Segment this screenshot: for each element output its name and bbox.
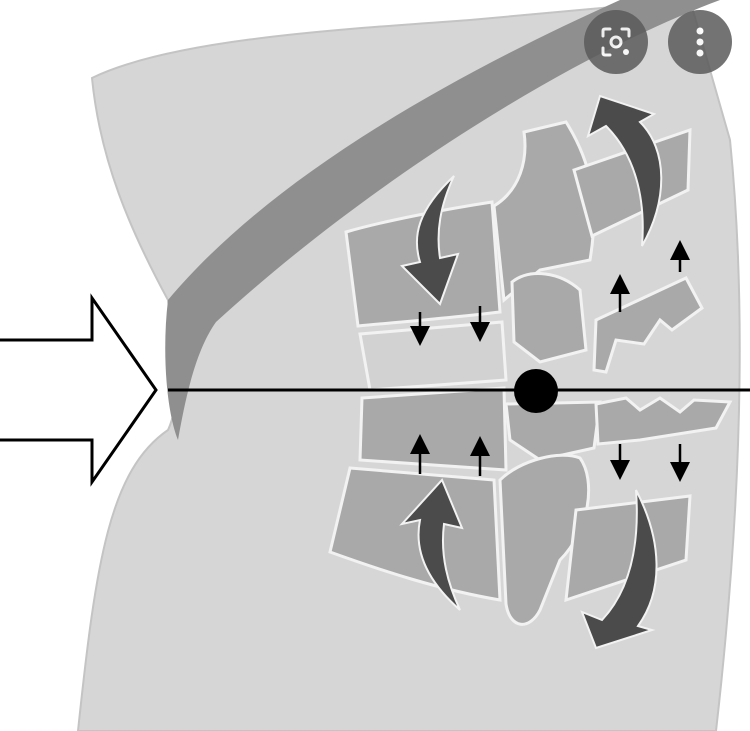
lens-button[interactable]: [584, 10, 648, 74]
curved-arrow-icon: [400, 175, 460, 306]
upper-lamina: [592, 276, 704, 374]
intervertebral-disc: [358, 320, 508, 392]
curved-arrow-icon: [399, 478, 464, 611]
upper-facet: [510, 272, 588, 364]
dark-band: [165, 0, 720, 440]
lower-vertebral-body: [358, 386, 508, 472]
curved-arrow-icon: [580, 489, 658, 650]
image-search-icon: [601, 27, 631, 57]
compression-arrows: [410, 240, 690, 482]
large-force-arrow-icon: [0, 293, 158, 487]
lower-spinous-process: [564, 494, 692, 603]
more-options-button[interactable]: [668, 10, 732, 74]
pivot-point-icon: [514, 369, 558, 413]
upper-pedicle: [492, 120, 596, 303]
lower-lamina: [594, 396, 733, 446]
more-vertical-icon: [696, 27, 704, 57]
curved-arrow-icon: [586, 94, 663, 247]
bottom-vertebral-body: [328, 466, 502, 602]
